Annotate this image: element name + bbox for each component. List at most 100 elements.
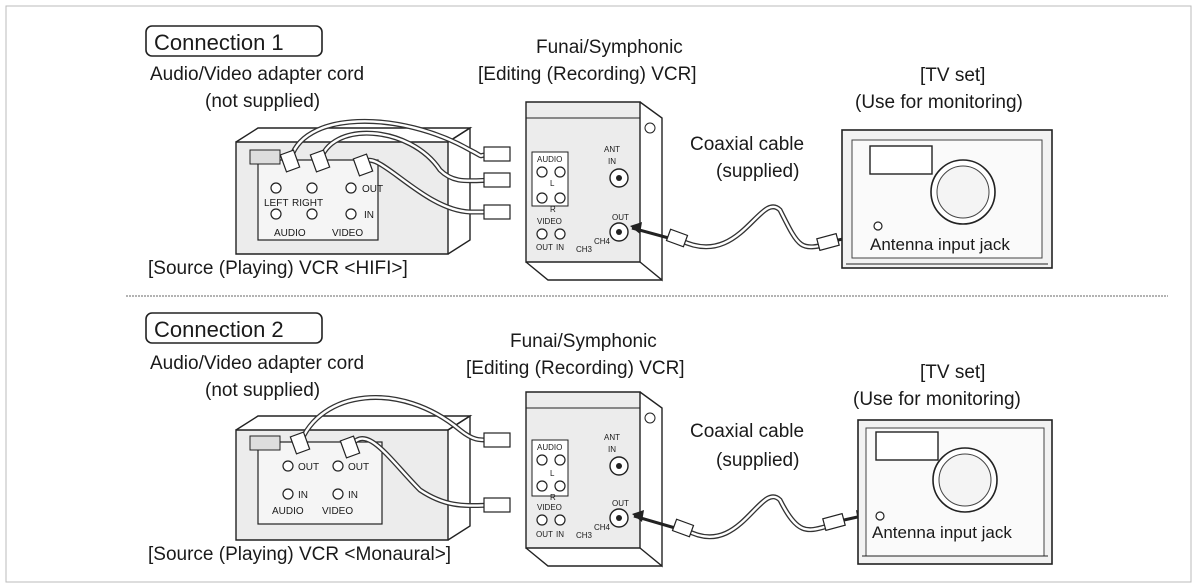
tv-label-line1: [TV set] [920, 362, 985, 383]
coaxial-cable [632, 494, 868, 540]
jack-video-out [345, 182, 357, 194]
coax-label-line1: Coaxial cable [690, 134, 804, 155]
editing-vcr-label-line1: Funai/Symphonic [510, 331, 657, 352]
jack-audio-right-in [306, 208, 318, 220]
rear-ant-label: ANT [604, 433, 620, 442]
jack-audio-left-out [270, 182, 282, 194]
rear-out-label: OUT [536, 243, 553, 252]
rear-audio-in-l [554, 166, 566, 178]
rear-audio-in-r [554, 192, 566, 204]
rear-video-in [554, 228, 566, 240]
rear-out-label: OUT [536, 530, 553, 539]
tv-label-line1: [TV set] [920, 65, 985, 86]
editing-vcr: AUDIO L R VIDEO OUT IN ANT IN OUT CH3 CH… [525, 101, 663, 282]
rear-audio-out-r [536, 192, 548, 204]
rear-audio-in-l [554, 454, 566, 466]
adapter-label-line2: (not supplied) [205, 91, 320, 112]
editing-vcr-label-line1: Funai/Symphonic [536, 37, 683, 58]
rear-ch4-label: CH4 [594, 237, 611, 246]
coax-label-line2: (supplied) [716, 450, 799, 471]
rear-in-label: IN [556, 243, 564, 252]
rear-ch3-label: CH3 [576, 245, 593, 254]
tv-display [875, 431, 939, 461]
rear-r-label: R [550, 493, 556, 502]
rear-audio-label: AUDIO [537, 443, 562, 452]
source-vcr-label: [Source (Playing) VCR <Monaural>] [148, 544, 451, 565]
rear-audio-out-l [536, 454, 548, 466]
outer-frame [5, 5, 1192, 583]
rear-video-label: VIDEO [537, 503, 562, 512]
jack-video-out [332, 460, 344, 472]
rear-video-out [536, 514, 548, 526]
rear-audio-out-r [536, 480, 548, 492]
connection-label-box [145, 25, 323, 57]
source-vcr-label: [Source (Playing) VCR <HIFI>] [148, 258, 408, 279]
jack-out-label-a: OUT [298, 462, 319, 473]
rear-r-label: R [550, 205, 556, 214]
antenna-input-jack [875, 511, 885, 521]
rear-in-label: IN [556, 530, 564, 539]
tv-label-line2: (Use for monitoring) [853, 389, 1021, 410]
tv-display [869, 145, 933, 175]
adapter-label-line2: (not supplied) [205, 380, 320, 401]
jack-video-in [345, 208, 357, 220]
jack-out-label: OUT [362, 184, 383, 195]
rear-l-label: L [550, 179, 555, 188]
tv-set: Antenna input jack [841, 129, 1053, 269]
rear-ant-in-label: IN [608, 157, 616, 166]
connection-label-box [145, 312, 323, 344]
jack-video-in [332, 488, 344, 500]
source-jack-panel [257, 441, 383, 525]
rear-video-label: VIDEO [537, 217, 562, 226]
jack-in-label-a: IN [298, 490, 308, 501]
tv-label-line2: (Use for monitoring) [855, 92, 1023, 113]
adapter-label-line1: Audio/Video adapter cord [150, 353, 364, 374]
jack-video-label: VIDEO [322, 506, 353, 517]
jack-audio-right-out [306, 182, 318, 194]
rear-ant-out-label: OUT [612, 213, 629, 222]
tv-set: Antenna input jack [857, 419, 1053, 565]
connection-label: Connection 1 [154, 30, 284, 55]
coax-label-line2: (supplied) [716, 161, 799, 182]
jack-video-label: VIDEO [332, 228, 363, 239]
rear-audio-label: AUDIO [537, 155, 562, 164]
av-adapter-cord [279, 118, 511, 220]
jack-left-label: LEFT [264, 198, 288, 209]
coaxial-cable [630, 204, 866, 252]
jack-audio-label: AUDIO [274, 228, 306, 239]
source-vcr: OUT OUT IN IN AUDIO VIDEO [235, 414, 473, 541]
rear-ant-out-label: OUT [612, 499, 629, 508]
source-vcr: LEFT RIGHT OUT IN AUDIO VIDEO [235, 126, 473, 255]
rear-ch3-label: CH3 [576, 531, 593, 540]
av-adapter-cord [289, 395, 511, 513]
rear-video-out [536, 228, 548, 240]
jack-right-label: RIGHT [292, 198, 323, 209]
jack-audio-out [282, 460, 294, 472]
coax-label-line1: Coaxial cable [690, 421, 804, 442]
jack-out-label-b: OUT [348, 462, 369, 473]
antenna-input-label: Antenna input jack [870, 235, 1010, 254]
editing-vcr-label-line2: [Editing (Recording) VCR] [466, 358, 685, 379]
editing-vcr-label-line2: [Editing (Recording) VCR] [478, 64, 697, 85]
antenna-input-label: Antenna input jack [872, 523, 1012, 542]
adapter-label-line1: Audio/Video adapter cord [150, 64, 364, 85]
rear-ant-label: ANT [604, 145, 620, 154]
jack-audio-in [282, 488, 294, 500]
antenna-input-jack [873, 221, 883, 231]
rear-ch4-label: CH4 [594, 523, 611, 532]
editing-vcr: AUDIO L R VIDEO OUT IN ANT IN OUT CH3 CH… [525, 391, 663, 568]
rear-l-label: L [550, 469, 555, 478]
jack-in-label-b: IN [348, 490, 358, 501]
rear-video-in [554, 514, 566, 526]
jack-audio-label: AUDIO [272, 506, 304, 517]
panel-connection-1: Connection 1 Audio/Video adapter cord (n… [145, 25, 1053, 282]
rear-audio-out-l [536, 166, 548, 178]
jack-audio-left-in [270, 208, 282, 220]
jack-in-label: IN [364, 210, 374, 221]
rear-audio-in-r [554, 480, 566, 492]
connection-label: Connection 2 [154, 317, 284, 342]
rear-ant-in-label: IN [608, 445, 616, 454]
panel-connection-2: Connection 2 Audio/Video adapter cord (n… [145, 312, 1053, 568]
